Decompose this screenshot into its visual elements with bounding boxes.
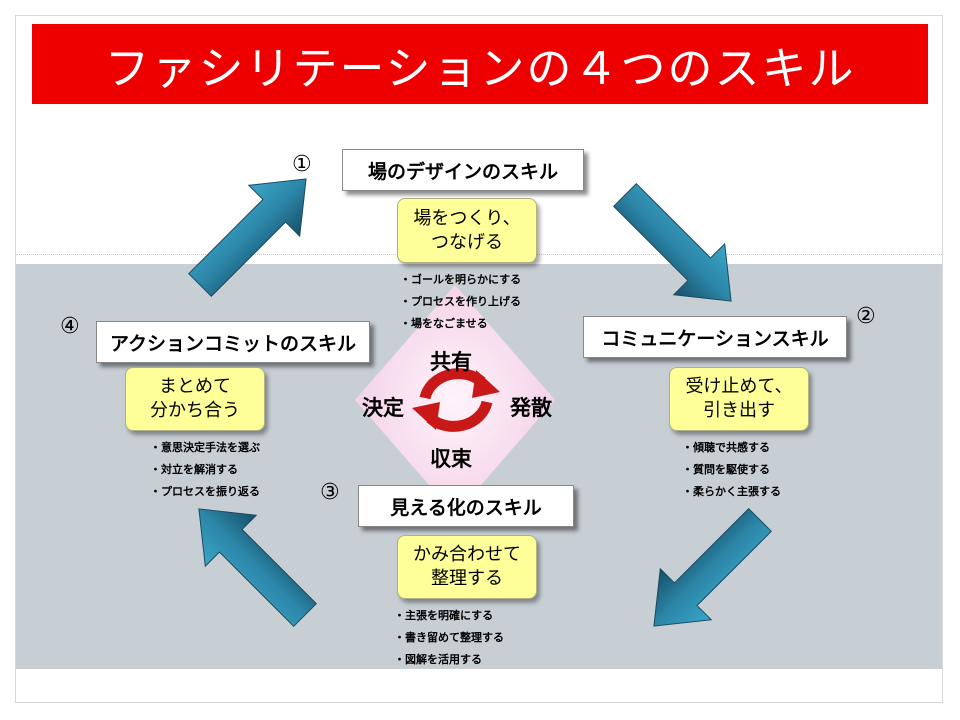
title-bar: ファシリテーションの４つのスキル bbox=[32, 24, 928, 104]
cycle-label-bottom: 収束 bbox=[430, 447, 472, 471]
summary-line: 分かち合う bbox=[150, 400, 240, 421]
summary-design: 場をつくり、 つなげる bbox=[397, 198, 537, 263]
big-arrow-icon bbox=[653, 507, 773, 627]
summary-line: まとめて bbox=[159, 376, 231, 397]
bullet-item: ・柔らかく主張する bbox=[682, 485, 781, 498]
big-arrow-icon bbox=[612, 182, 732, 302]
bullet-item: ・質問を駆使する bbox=[682, 463, 770, 476]
bullet-item: ・ゴールを明らかにする bbox=[400, 273, 522, 286]
skill-title-design: 場のデザインのスキル bbox=[342, 149, 584, 191]
bullets-commitment: ・意思決定手法を選ぶ ・対立を解消する ・プロセスを振り返る bbox=[150, 437, 260, 503]
big-arrow-icon bbox=[187, 178, 307, 298]
bullet-item: ・プロセスを作り上げる bbox=[400, 295, 521, 308]
skill-title-visualization: 見える化のスキル bbox=[358, 485, 574, 527]
summary-commitment: まとめて 分かち合う bbox=[125, 367, 265, 431]
bullet-item: ・傾聴で共感する bbox=[682, 441, 770, 454]
skill-number-1: ① bbox=[292, 152, 312, 177]
cycle-label-right: 発散 bbox=[510, 396, 552, 420]
summary-line: つなげる bbox=[431, 231, 503, 253]
bullet-item: ・図解を活用する bbox=[394, 653, 482, 666]
skill-number-3: ③ bbox=[320, 480, 340, 505]
cycle-arrows-icon bbox=[412, 368, 500, 432]
bullet-item: ・書き留めて整理する bbox=[394, 631, 504, 644]
summary-line: 引き出す bbox=[703, 400, 775, 421]
cycle-label-top: 共有 bbox=[430, 350, 472, 374]
page-title: ファシリテーションの４つのスキル bbox=[104, 41, 856, 95]
summary-communication: 受け止めて、 引き出す bbox=[669, 367, 809, 431]
bullet-item: ・場をなごませる bbox=[400, 317, 488, 330]
summary-line: 場をつくり、 bbox=[413, 207, 521, 229]
skill-number-2: ② bbox=[856, 304, 876, 329]
bullet-item: ・意思決定手法を選ぶ bbox=[150, 441, 260, 454]
bullet-item: ・対立を解消する bbox=[150, 463, 238, 476]
summary-visualization: かみ合わせて 整理する bbox=[397, 535, 537, 599]
bullet-item: ・主張を明確にする bbox=[394, 609, 494, 622]
skill-number-4: ④ bbox=[60, 314, 80, 339]
summary-line: かみ合わせて bbox=[413, 544, 521, 565]
cycle-label-left: 決定 bbox=[362, 396, 404, 420]
center-diamond bbox=[355, 285, 555, 515]
bullet-item: ・プロセスを振り返る bbox=[150, 485, 260, 498]
bullets-visualization: ・主張を明確にする ・書き留めて整理する ・図解を活用する bbox=[394, 605, 504, 671]
summary-line: 受け止めて、 bbox=[685, 376, 793, 397]
skill-title-communication: コミュニケーションスキル bbox=[583, 316, 847, 358]
summary-line: 整理する bbox=[431, 568, 503, 589]
big-arrow-icon bbox=[198, 508, 318, 628]
skill-title-commitment: アクションコミットのスキル bbox=[96, 321, 370, 363]
bullets-design: ・ゴールを明らかにする ・プロセスを作り上げる ・場をなごませる bbox=[400, 269, 521, 335]
bullets-communication: ・傾聴で共感する ・質問を駆使する ・柔らかく主張する bbox=[682, 437, 781, 503]
